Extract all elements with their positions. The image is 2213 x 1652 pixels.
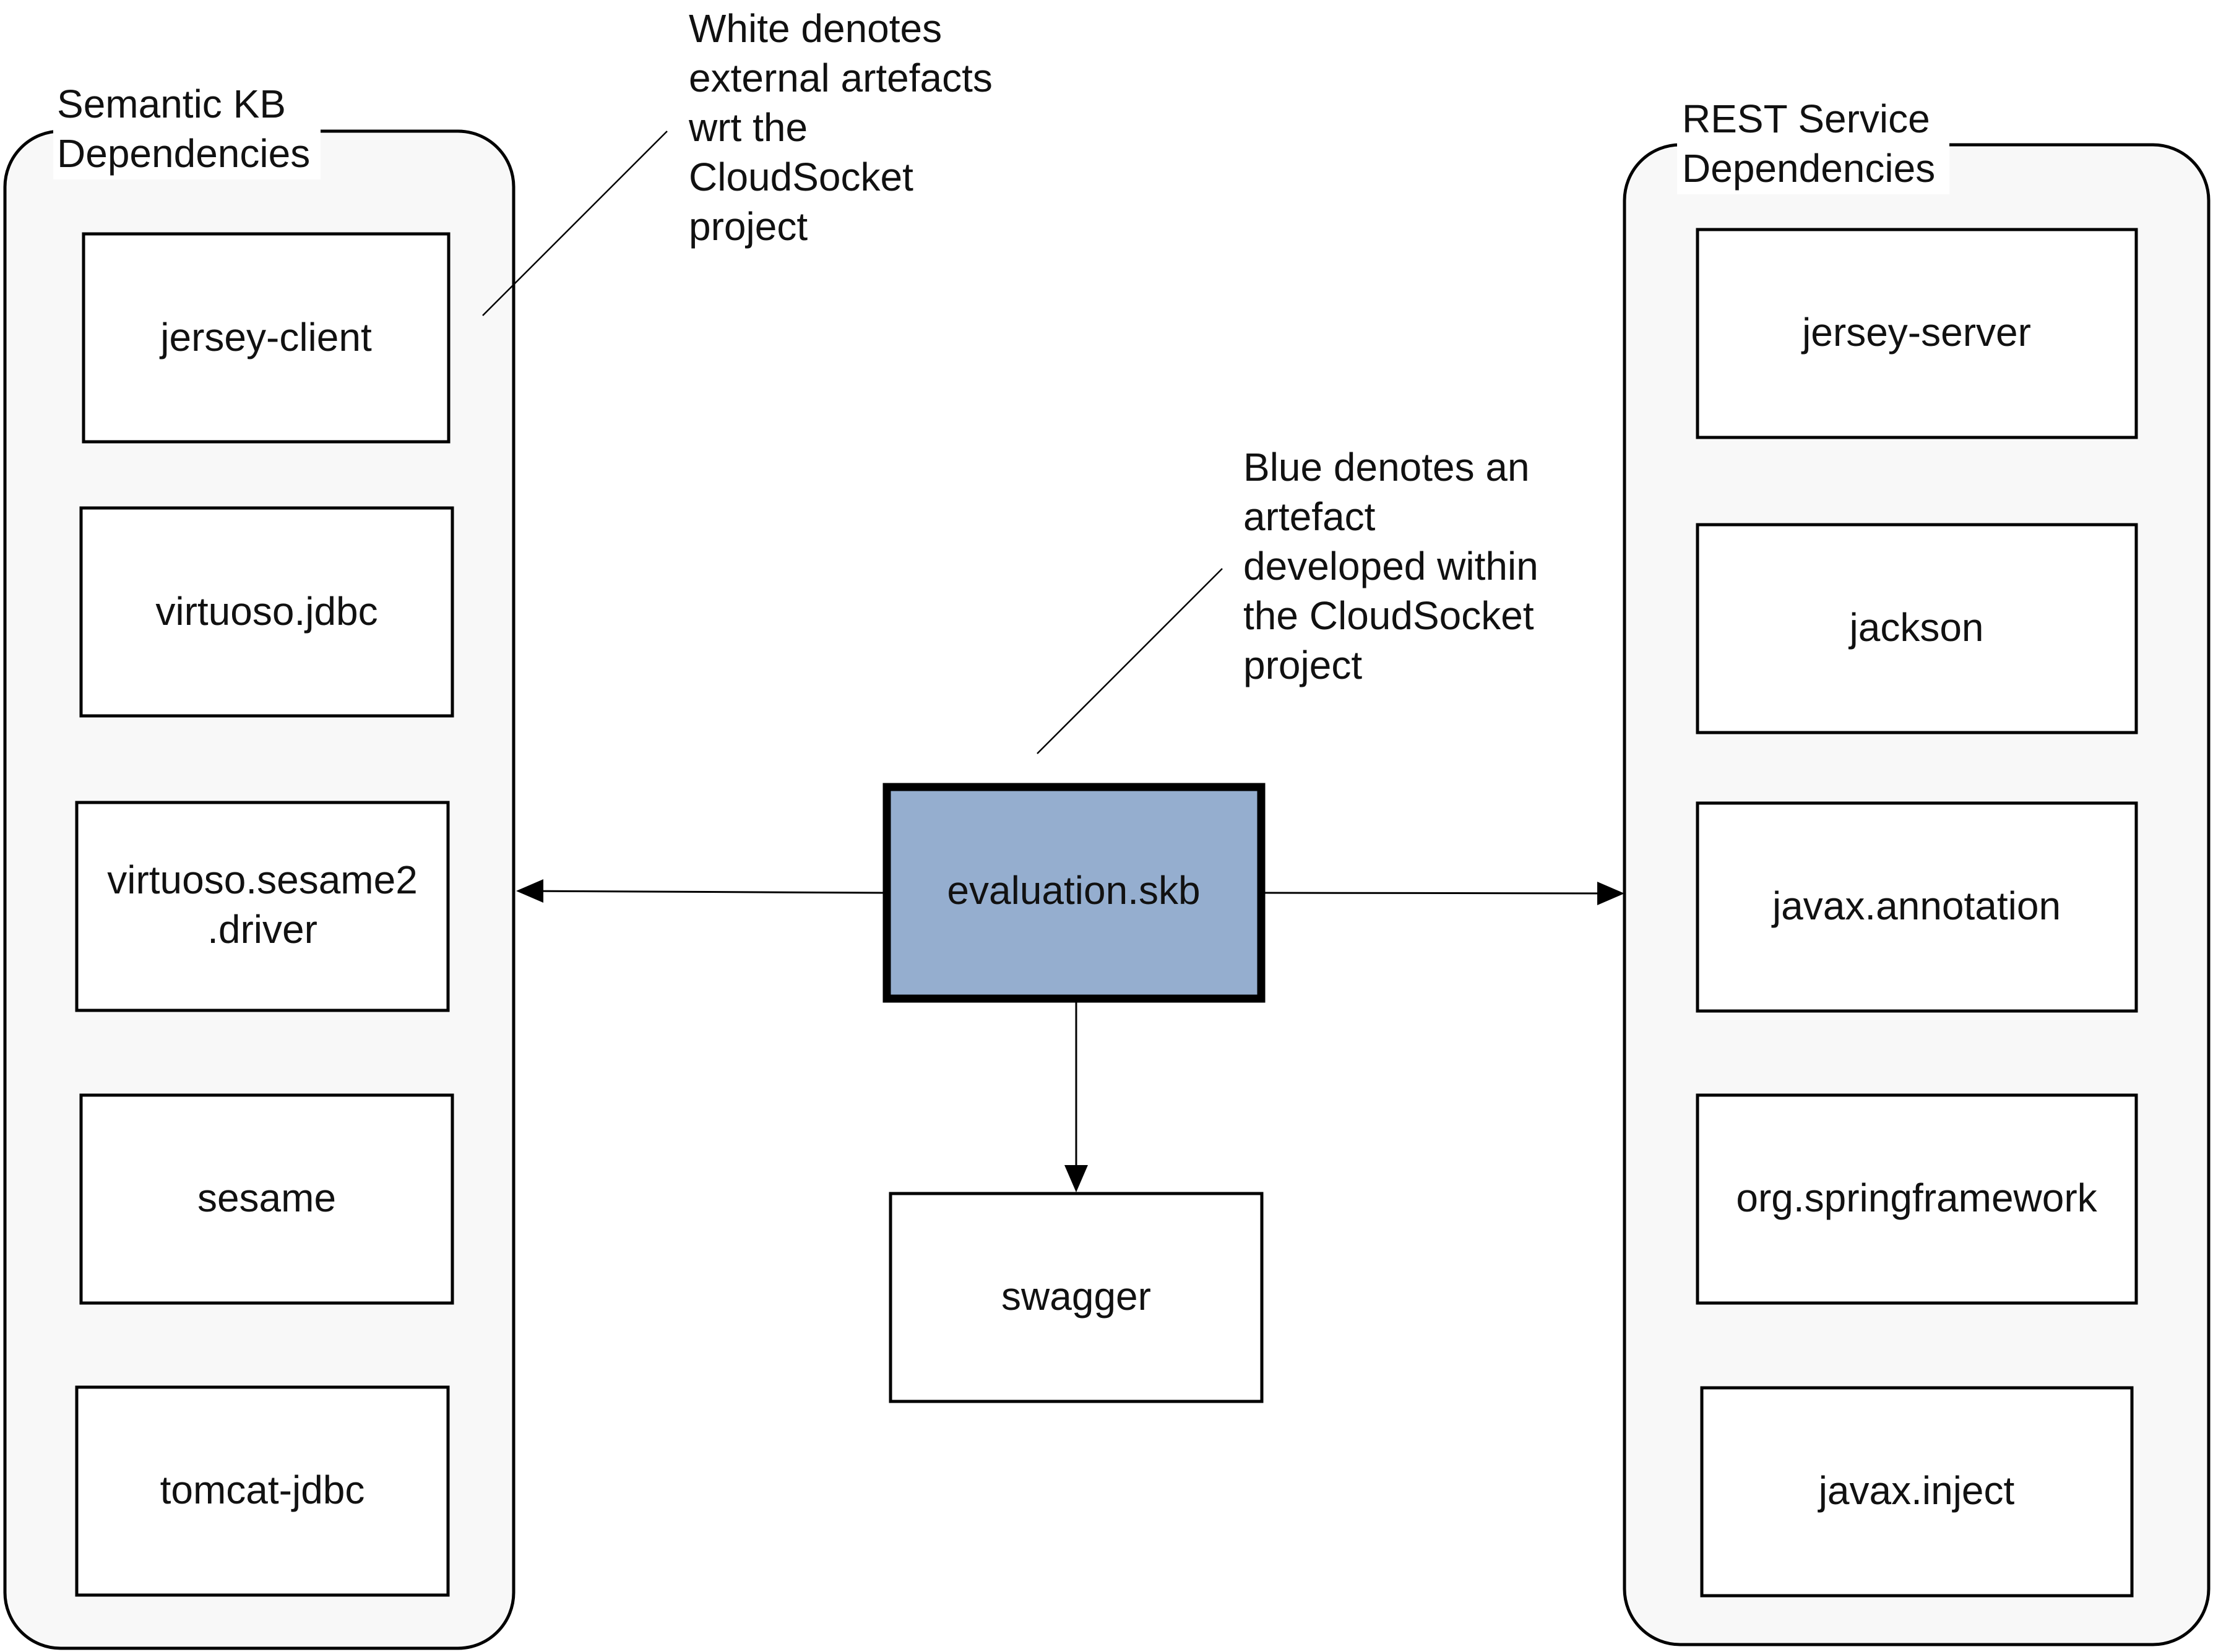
box-label: sesame (197, 1176, 336, 1220)
swagger-node: swagger (889, 1192, 1264, 1403)
box-frame (79, 1093, 454, 1305)
dependency-box-tomcat-jdbc: tomcat-jdbc (75, 1385, 450, 1597)
box-frame (1700, 1386, 2134, 1598)
box-label: javax.annotation (1771, 884, 2061, 928)
rest-service-group: REST Service Dependencies jersey-server … (1623, 94, 2211, 1646)
box-label-line-2: .driver (207, 907, 317, 952)
blue-legend-note: Blue denotes an artefact developed withi… (1037, 445, 1538, 754)
box-frame (75, 801, 450, 1012)
arrow-to-semantic-kb-head-icon (516, 879, 543, 903)
dependency-box-javax-annotation: javax.annotation (1696, 801, 2138, 1013)
white-note-line-1: White denotes (689, 6, 942, 51)
white-note-line-4: CloudSocket (689, 155, 913, 199)
box-label-line-1: virtuoso.sesame2 (107, 858, 418, 902)
dependency-box-jackson: jackson (1696, 523, 2138, 734)
box-frame (82, 232, 451, 444)
rest-service-title-line-1: REST Service (1682, 97, 1930, 141)
evaluation-skb-box (882, 783, 1266, 1003)
swagger-box (889, 1192, 1264, 1403)
blue-note-leader (1037, 568, 1223, 754)
white-note-leader (482, 131, 668, 316)
dependency-box-virtuoso-jdbc: virtuoso.jdbc (79, 506, 454, 718)
arrow-to-rest-service-head-icon (1597, 882, 1624, 905)
semantic-kb-title-line-1: Semantic KB (57, 82, 286, 126)
arrow-to-swagger-head-icon (1064, 1165, 1088, 1192)
box-frame (1696, 523, 2138, 734)
white-legend-note: White denotes external artefacts wrt the… (482, 6, 993, 316)
white-note-line-3: wrt the (688, 105, 808, 150)
box-label: javax.inject (1818, 1468, 2015, 1513)
box-frame (75, 1385, 450, 1597)
dependency-box-sesame: sesame (79, 1093, 454, 1305)
rest-service-title-backdrop (1677, 94, 1949, 194)
white-note-line-2: external artefacts (689, 56, 993, 100)
evaluation-skb-node: evaluation.skb (882, 783, 1266, 1003)
box-frame (1696, 801, 2138, 1013)
blue-note-line-2: artefact (1243, 494, 1376, 539)
semantic-kb-title-backdrop (53, 80, 321, 179)
white-note-line-5: project (689, 204, 808, 249)
dependency-box-virtuoso-sesame2-driver: virtuoso.sesame2 .driver (75, 801, 450, 1012)
dependency-box-javax-inject: javax.inject (1700, 1386, 2134, 1598)
blue-note-line-5: project (1243, 643, 1362, 687)
box-frame (1696, 1093, 2138, 1305)
swagger-label: swagger (1001, 1274, 1151, 1319)
box-label: org.springframework (1736, 1176, 2097, 1220)
blue-note-line-3: developed within (1243, 544, 1538, 588)
dependency-box-jersey-client: jersey-client (82, 232, 451, 444)
blue-note-line-1: Blue denotes an (1243, 445, 1530, 489)
evaluation-skb-label: evaluation.skb (947, 868, 1200, 913)
rest-service-title-line-2: Dependencies (1682, 146, 1935, 191)
box-frame (1696, 228, 2138, 439)
semantic-kb-group: Semantic KB Dependencies jersey-client v… (3, 80, 516, 1650)
box-label: jersey-client (159, 315, 372, 359)
box-label: jackson (1848, 605, 1984, 650)
dependency-box-jersey-server: jersey-server (1696, 228, 2138, 439)
blue-note-line-4: the CloudSocket (1243, 593, 1534, 638)
arrow-to-semantic-kb (518, 890, 884, 894)
box-label: tomcat-jdbc (160, 1468, 365, 1512)
semantic-kb-title-line-2: Dependencies (57, 131, 310, 176)
box-label: jersey-server (1801, 310, 2031, 355)
box-label: virtuoso.jdbc (155, 589, 377, 634)
box-frame (79, 506, 454, 718)
dependency-box-org-springframework: org.springframework (1696, 1093, 2138, 1305)
